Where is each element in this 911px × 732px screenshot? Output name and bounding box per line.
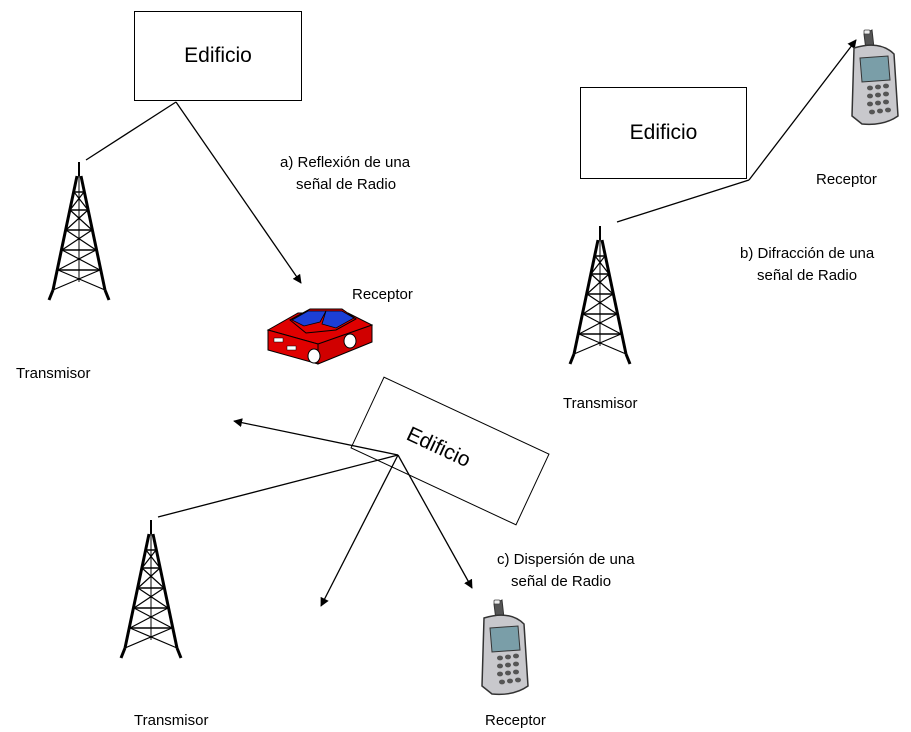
receiver-label: Receptor (352, 286, 413, 303)
receiver-label: Receptor (485, 712, 546, 729)
incident-ray (616, 179, 750, 223)
diffraction-scene (568, 29, 899, 366)
building-rotated: Edificio (350, 376, 550, 526)
incident-ray (157, 454, 399, 518)
building-box-diffraction: Edificio (580, 87, 747, 179)
radio-tower-icon (568, 224, 632, 366)
building-label: Edificio (184, 44, 252, 67)
transmitter-label: Transmisor (563, 395, 638, 412)
incident-ray (85, 101, 177, 161)
caption-scattering-line2: señal de Radio (511, 573, 612, 590)
scattered-ray-down (320, 454, 399, 607)
scattering-scene: Edificio (119, 376, 550, 696)
radio-tower-icon (47, 160, 111, 302)
transmitter-label: Transmisor (16, 365, 91, 382)
reflected-ray (175, 101, 302, 284)
caption-diffraction-line2: señal de Radio (757, 267, 858, 284)
scattered-ray-left (233, 418, 399, 456)
caption-diffraction-line1: b) Difracción de una (740, 245, 875, 262)
car-icon (266, 308, 374, 365)
building-box-reflection: Edificio (134, 11, 302, 101)
mobile-phone-icon (851, 29, 899, 126)
caption-reflection-line1: a) Reflexión de una (280, 154, 411, 171)
diffracted-ray (748, 39, 857, 181)
caption-scattering-line1: c) Dispersión de una (497, 551, 635, 568)
radio-tower-icon (119, 518, 183, 660)
receiver-label: Receptor (816, 171, 877, 188)
scattered-ray-right (397, 454, 473, 589)
transmitter-label: Transmisor (134, 712, 209, 729)
mobile-phone-icon (481, 599, 529, 696)
building-label: Edificio (629, 121, 698, 144)
caption-reflection-line2: señal de Radio (296, 176, 397, 193)
reflection-scene (47, 101, 374, 365)
